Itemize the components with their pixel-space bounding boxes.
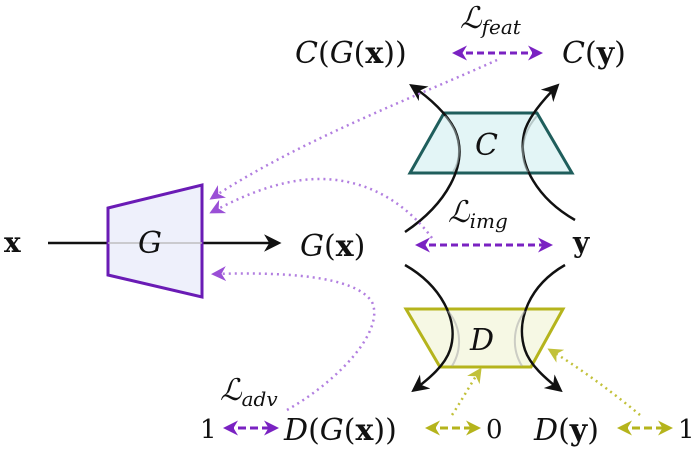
classifier-block (407, 111, 575, 175)
img-loss-label: ℒimg (448, 195, 508, 233)
c-of-gx-label: C(G(x)) (295, 36, 407, 71)
d-real-target-value: 1 (678, 415, 695, 445)
feat-loss-label: ℒfeat (460, 1, 522, 39)
target-label: y (572, 226, 590, 259)
c-of-y-label: C(y) (562, 36, 626, 71)
generated-label: G(x) (300, 229, 365, 264)
y-to-d-curve (520, 263, 566, 393)
y-to-c-curve (521, 83, 576, 222)
d-fake-grad-path (450, 367, 482, 416)
d-of-y-label: D(y) (533, 413, 599, 448)
adv-loss-label: ℒadv (220, 373, 278, 411)
c-inner-left-arc (444, 115, 460, 173)
img-grad-path (209, 177, 434, 239)
classifier-label: C (475, 128, 498, 163)
discriminator-label: D (469, 323, 494, 358)
discriminator-block (403, 307, 566, 369)
generator-label: G (138, 226, 162, 261)
gx-to-d-curve (404, 263, 454, 393)
adv-target-value: 1 (200, 415, 217, 445)
c-inner-right-arc (521, 115, 538, 173)
input-label: x (4, 226, 21, 259)
feat-grad-path (209, 58, 498, 200)
d-fake-target-value: 0 (486, 415, 503, 445)
d-of-gx-label: D(G(x)) (283, 413, 397, 448)
generator-block (106, 183, 204, 299)
d-real-grad-path (547, 348, 641, 416)
d-inner-right-arc (513, 310, 526, 367)
d-inner-left-arc (447, 310, 460, 367)
